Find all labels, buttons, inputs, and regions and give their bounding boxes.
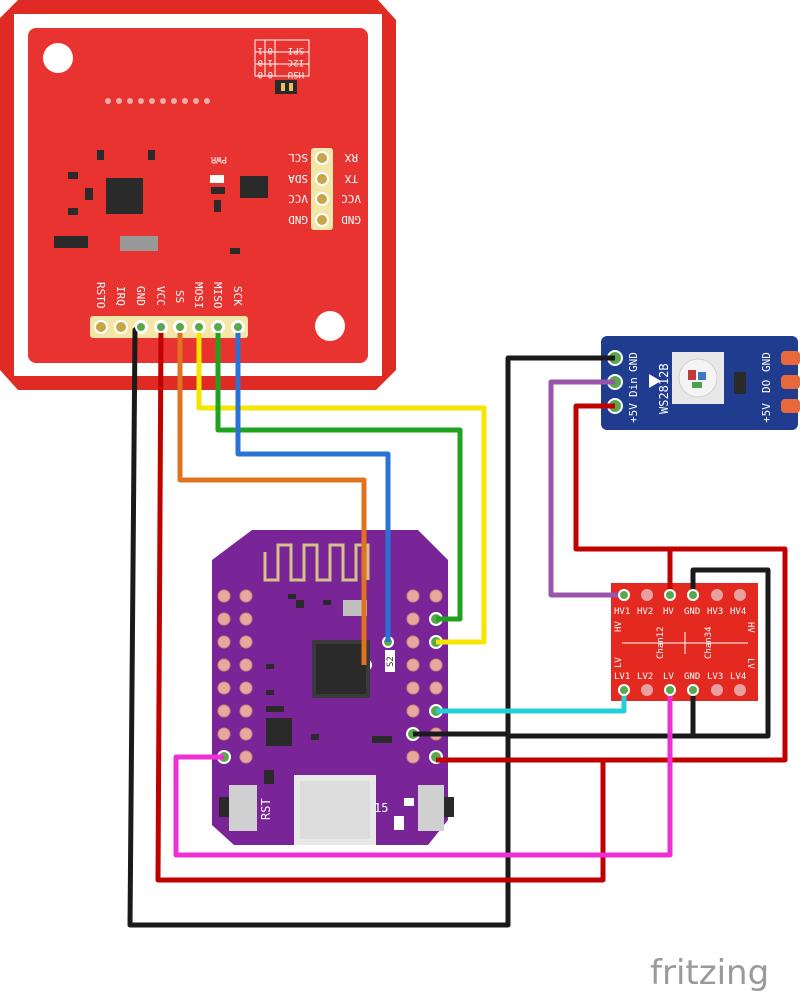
svg-text:GND: GND [134, 286, 147, 306]
svg-text:HV4: HV4 [730, 607, 746, 617]
svg-text:VCC: VCC [341, 192, 361, 205]
io-button[interactable] [418, 785, 444, 831]
svg-text:SCK: SCK [231, 286, 244, 306]
rst-button[interactable] [229, 785, 257, 831]
svg-text:1: 1 [258, 45, 263, 55]
svg-text:LV: LV [663, 672, 674, 682]
wire-orange-ss [177, 327, 367, 665]
svg-text:Chan12: Chan12 [656, 626, 666, 659]
svg-text:SCL: SCL [288, 151, 308, 164]
svg-text:Din: Din [627, 377, 640, 397]
pin-endpoints [135, 321, 699, 696]
svg-text:HV3: HV3 [707, 607, 723, 617]
svg-text:+5V: +5V [627, 403, 640, 423]
nfc-bottom-header [90, 316, 248, 338]
svg-text:HV1: HV1 [614, 607, 630, 617]
wires [127, 324, 788, 928]
wire-red-nfc-vcc [155, 326, 606, 883]
svg-text:SPI: SPI [288, 45, 304, 55]
wire-yellow-mosi [196, 327, 487, 645]
mode-table: SPI I2C HSU 0 1 0 1 0 0 [254, 39, 310, 94]
svg-text:0: 0 [258, 69, 263, 79]
svg-text:MISO: MISO [211, 282, 224, 309]
svg-text:GND: GND [627, 352, 640, 372]
led-module: WS2812B GND Din +5V GND DO +5V [601, 336, 800, 430]
svg-text:SDA: SDA [288, 172, 308, 185]
svg-text:LV3: LV3 [707, 672, 723, 682]
svg-text:0: 0 [268, 69, 273, 79]
wire-red-led-5v [573, 403, 673, 595]
svg-text:S2: S2 [386, 656, 396, 667]
svg-text:GND: GND [341, 213, 361, 226]
mode-switch [275, 80, 297, 94]
svg-text:LV: LV [745, 658, 755, 669]
level-shifter: HV1 HV2 HV GND HV3 HV4 LV1 LV2 LV GND LV… [611, 583, 758, 701]
chip-label-box [385, 650, 395, 672]
svg-text:VCC: VCC [288, 192, 308, 205]
svg-text:GND: GND [684, 672, 700, 682]
svg-text:SS: SS [173, 290, 186, 303]
esp32-s2-board: S2 RST 15 [212, 530, 454, 845]
svg-text:LV2: LV2 [637, 672, 653, 682]
rst-label: RST [259, 798, 273, 820]
mount-hole-top-left [43, 43, 73, 73]
fritzing-watermark: fritzing [650, 953, 769, 993]
svg-text:0: 0 [268, 45, 273, 55]
svg-text:TX: TX [344, 172, 358, 185]
svg-text:HSU: HSU [288, 69, 304, 79]
wire-magenta-lv [173, 690, 673, 858]
svg-text:GND: GND [760, 352, 773, 372]
pwr-label: PWR [210, 154, 227, 164]
svg-text:HV2: HV2 [637, 607, 653, 617]
svg-text:VCC: VCC [154, 286, 167, 306]
svg-text:I2C: I2C [288, 57, 304, 67]
svg-text:LV4: LV4 [730, 672, 746, 682]
wire-blue-sck [235, 327, 391, 642]
svg-text:HV: HV [614, 621, 624, 632]
wire-red-hv-esp [603, 546, 788, 763]
wire-green-miso [215, 327, 463, 622]
svg-text:GND: GND [684, 607, 700, 617]
svg-text:0: 0 [258, 57, 263, 67]
svg-text:+5V: +5V [760, 403, 773, 423]
ws2812b-label: WS2812B [657, 363, 671, 414]
nfc-bottom-pin-labels: RSTO IRQ GND VCC SS MOSI MISO SCK [94, 282, 244, 309]
svg-text:MOSI: MOSI [192, 282, 205, 309]
wire-cyan-lv1 [436, 690, 627, 714]
svg-text:1: 1 [268, 57, 273, 67]
nfc-module: SPI I2C HSU 0 1 0 1 0 0 PWR RX TX VCC GN… [0, 0, 396, 390]
svg-text:HV: HV [745, 622, 755, 633]
svg-text:LV1: LV1 [614, 672, 630, 682]
nfc-side-header: RX TX VCC GND SCL SDA VCC GND [288, 148, 361, 230]
svg-text:IRQ: IRQ [114, 286, 127, 306]
wire-black-esp-gnd [413, 567, 771, 739]
svg-text:GND: GND [288, 213, 308, 226]
svg-text:HV: HV [663, 607, 674, 617]
svg-text:DO: DO [760, 380, 773, 393]
mount-hole-bottom-right [315, 311, 345, 341]
svg-text:RX: RX [344, 151, 358, 164]
svg-text:RSTO: RSTO [94, 282, 107, 309]
io-label: 15 [374, 801, 388, 815]
nfc-chip [106, 178, 143, 214]
svg-text:Chan34: Chan34 [704, 626, 714, 659]
svg-text:LV: LV [614, 657, 624, 668]
wire-purple-din [548, 379, 624, 598]
